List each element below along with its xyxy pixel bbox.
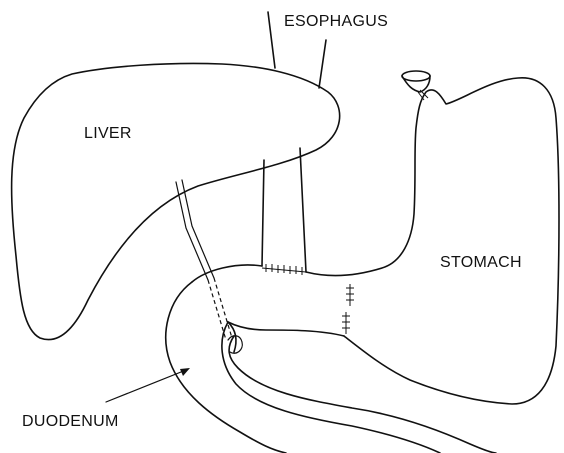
esophagus-right-wall — [319, 40, 326, 88]
staple-line-upper — [262, 264, 306, 275]
staple-marks-lower — [342, 312, 350, 334]
esophagus-lower-right — [300, 148, 306, 272]
duodenum-inner-a — [222, 322, 440, 453]
duodenum-label: DUODENUM — [22, 413, 119, 430]
esophagus-lower-left — [262, 160, 264, 266]
liver-label: LIVER — [84, 125, 132, 142]
staple-marks-mid — [346, 284, 354, 306]
pylorus-lower — [228, 322, 344, 336]
feeding-tube-line-a — [176, 182, 208, 280]
feeding-tube — [176, 180, 232, 340]
stomach — [306, 78, 559, 404]
esophagus-left-wall — [268, 12, 275, 68]
stomach-label: STOMACH — [440, 254, 522, 271]
liver — [12, 63, 340, 339]
duodenum — [166, 282, 496, 453]
esophagus-label: ESOPHAGUS — [284, 13, 388, 30]
duodenum-pointer-arrow — [106, 368, 190, 402]
gastrostomy-device-icon — [402, 71, 430, 100]
